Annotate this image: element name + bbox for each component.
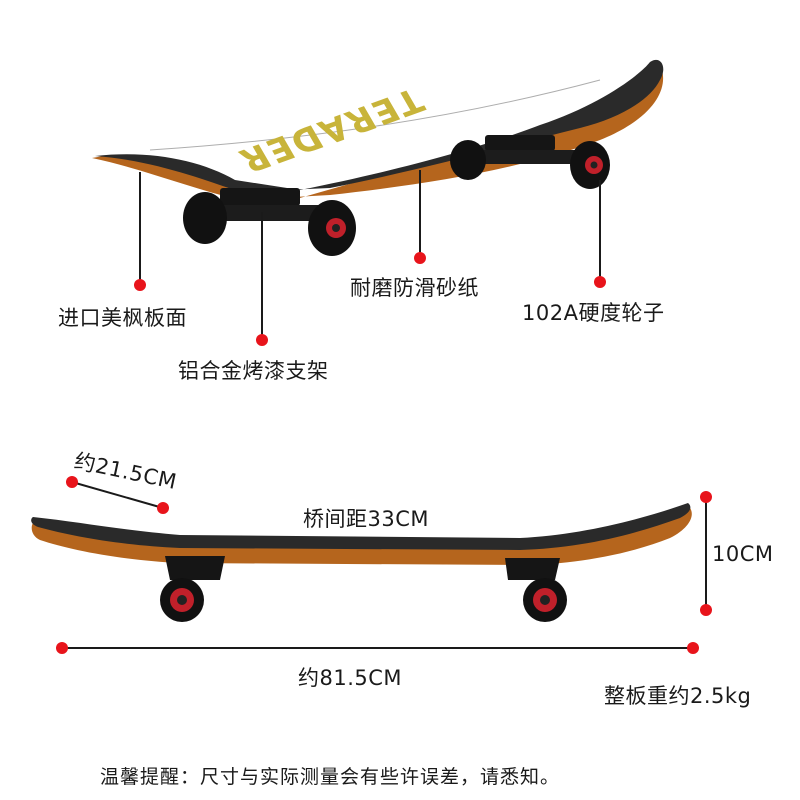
wheel-hardness-label: 102A硬度轮子 xyxy=(522,301,665,325)
skateboard-side xyxy=(31,503,692,622)
front-wheel-left xyxy=(450,140,486,180)
griptape-surface xyxy=(95,59,664,192)
deck-material-label: 进口美枫板面 xyxy=(58,306,187,330)
deck-side-edge xyxy=(31,508,692,565)
front-truck-side xyxy=(505,558,560,580)
griptape-side xyxy=(31,503,691,550)
rear-wheel-left xyxy=(183,192,227,244)
notice-text: 温馨提醒：尺寸与实际测量会有些许误差，请悉知。 xyxy=(100,766,561,788)
length-label: 约81.5CM xyxy=(298,666,403,690)
height-label: 10CM xyxy=(712,542,774,566)
griptape-marker-dot xyxy=(414,252,426,264)
truck-marker-dot xyxy=(256,334,268,346)
rear-truck xyxy=(220,188,300,206)
wheelbase-label: 桥间距33CM xyxy=(303,507,430,531)
callout-lines xyxy=(134,170,606,346)
skateboard-perspective xyxy=(92,59,664,256)
deck-marker-dot xyxy=(134,279,146,291)
rear-truck-side xyxy=(165,556,225,580)
front-truck xyxy=(485,135,555,151)
width-line xyxy=(71,481,164,509)
griptape-label: 耐磨防滑砂纸 xyxy=(350,276,479,300)
truck-material-label: 铝合金烤漆支架 xyxy=(178,359,329,383)
weight-label: 整板重约2.5kg xyxy=(604,684,752,708)
wheel-marker-dot xyxy=(594,276,606,288)
dimension-lines xyxy=(56,476,712,654)
